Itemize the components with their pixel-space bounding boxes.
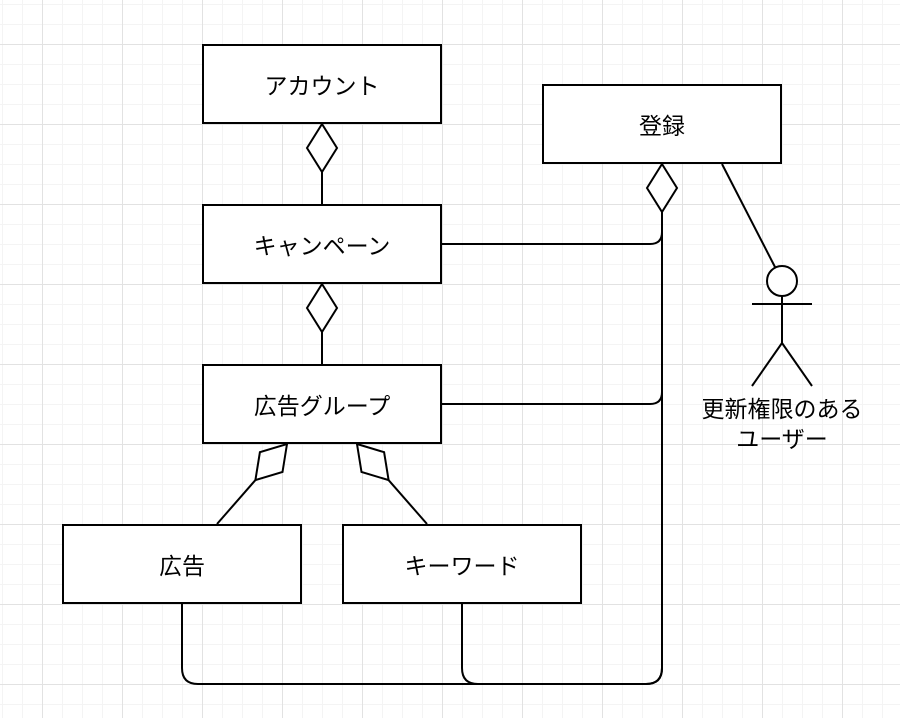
actor-leg-left: [751, 342, 783, 387]
actor-head-icon: [766, 265, 798, 297]
node-campaign-label: キャンペーン: [253, 233, 391, 259]
aggregation-diamond-adgroup-ad[interactable]: [254, 442, 289, 482]
node-keyword[interactable]: キーワード: [342, 524, 582, 604]
aggregation-diamond-register[interactable]: [645, 162, 679, 214]
actor-label: 更新権限のある ユーザー: [682, 394, 882, 454]
edge-adgroup-ad[interactable]: [216, 443, 288, 525]
node-adgroup[interactable]: 広告グループ: [202, 364, 442, 444]
node-adgroup-label: 広告グループ: [253, 393, 391, 419]
aggregation-diamond-adgroup-keyword[interactable]: [355, 442, 390, 482]
edge-adgroup-keyword[interactable]: [356, 443, 428, 525]
edge-register-actor[interactable]: [721, 163, 776, 268]
aggregation-diamond-campaign[interactable]: [305, 282, 339, 334]
actor-leg-right: [781, 342, 813, 387]
node-ad[interactable]: 広告: [62, 524, 302, 604]
node-register-label: 登録: [639, 113, 685, 139]
aggregation-diamond-account[interactable]: [305, 122, 339, 174]
edge-adgroup-register[interactable]: [442, 212, 663, 405]
node-account-label: アカウント: [264, 73, 380, 99]
actor-label-line1: 更新権限のある: [701, 396, 863, 422]
actor-figure[interactable]: [751, 265, 813, 387]
node-ad-label: 広告: [159, 553, 205, 579]
node-account[interactable]: アカウント: [202, 44, 442, 124]
actor-label-line2: ユーザー: [736, 426, 828, 452]
node-register[interactable]: 登録: [542, 84, 782, 164]
node-keyword-label: キーワード: [404, 553, 520, 579]
node-campaign[interactable]: キャンペーン: [202, 204, 442, 284]
edge-keyword-register[interactable]: [461, 212, 663, 685]
edge-campaign-register[interactable]: [442, 212, 663, 245]
